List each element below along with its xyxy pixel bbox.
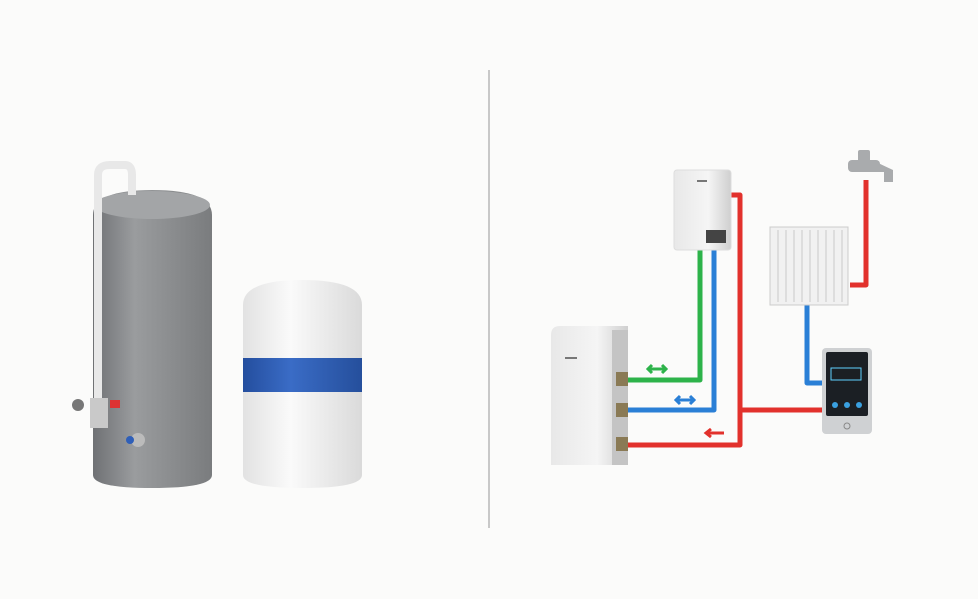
storage-water-heater-icon [72,161,212,488]
red-pipe-tap [850,180,869,288]
smart-thermostat-icon [822,348,872,434]
red-left-arrow-icon [703,427,724,439]
blue-pipe-radiator [804,305,822,386]
wall-boiler-icon [673,169,732,251]
water-softener-tank-icon [243,280,362,488]
water-tap-icon [848,150,893,182]
heat-pump-indoor-unit-icon [551,326,628,465]
red-pipe-main [628,192,743,448]
blue-double-arrow-icon [673,394,697,406]
radiator-icon [769,226,849,306]
pipe-network [628,180,869,448]
flow-arrows [645,363,724,439]
green-double-arrow-icon [645,363,669,375]
green-pipe [628,250,703,383]
blue-pipe [628,250,717,413]
